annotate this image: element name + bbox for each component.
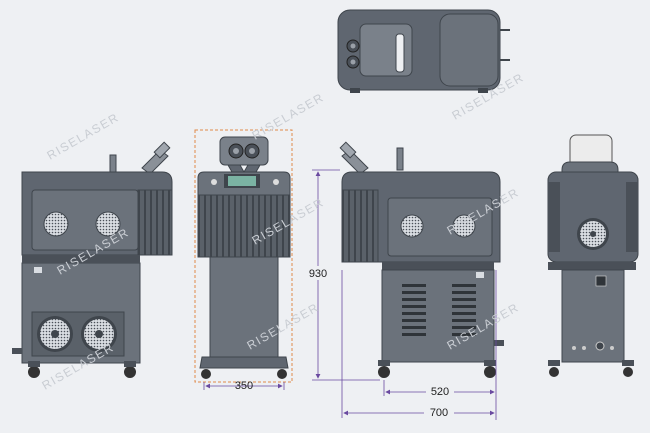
fan-grille-icon — [81, 316, 117, 352]
fan-grille-icon — [95, 211, 121, 237]
caster-wheel-icon — [549, 367, 559, 377]
caster-wheel-icon — [201, 369, 211, 379]
caster-wheel-icon — [623, 367, 633, 377]
microscope-eyepiece-icon — [109, 141, 171, 176]
height-dimension-label: 930 — [309, 268, 327, 280]
front-view: 350 — [194, 129, 293, 392]
depth-base-label: 520 — [431, 386, 449, 398]
left-side-view — [12, 141, 173, 378]
fan-grille-icon — [400, 214, 424, 238]
fan-grille-icon — [43, 211, 69, 237]
depth-total-label: 700 — [430, 407, 448, 419]
caster-wheel-icon — [484, 366, 496, 378]
watermark: RISELASER — [250, 90, 327, 143]
right-side-view: 930 520 700 — [306, 141, 504, 420]
top-view — [337, 9, 510, 93]
fan-grille-icon — [452, 214, 476, 238]
caster-wheel-icon — [124, 366, 136, 378]
back-view — [547, 134, 639, 377]
fan-grille-icon — [37, 316, 73, 352]
caster-wheel-icon — [28, 366, 40, 378]
microscope-eyepiece-icon — [228, 143, 260, 159]
highlight-box — [194, 129, 293, 383]
caster-wheel-icon — [378, 366, 390, 378]
width-dimension-label: 350 — [235, 380, 253, 392]
microscope-eyepiece-icon — [346, 39, 360, 69]
microscope-eyepiece-icon — [339, 141, 404, 175]
vent-slot-icon — [402, 284, 476, 336]
caster-wheel-icon — [277, 369, 287, 379]
fan-grille-icon — [577, 218, 609, 250]
